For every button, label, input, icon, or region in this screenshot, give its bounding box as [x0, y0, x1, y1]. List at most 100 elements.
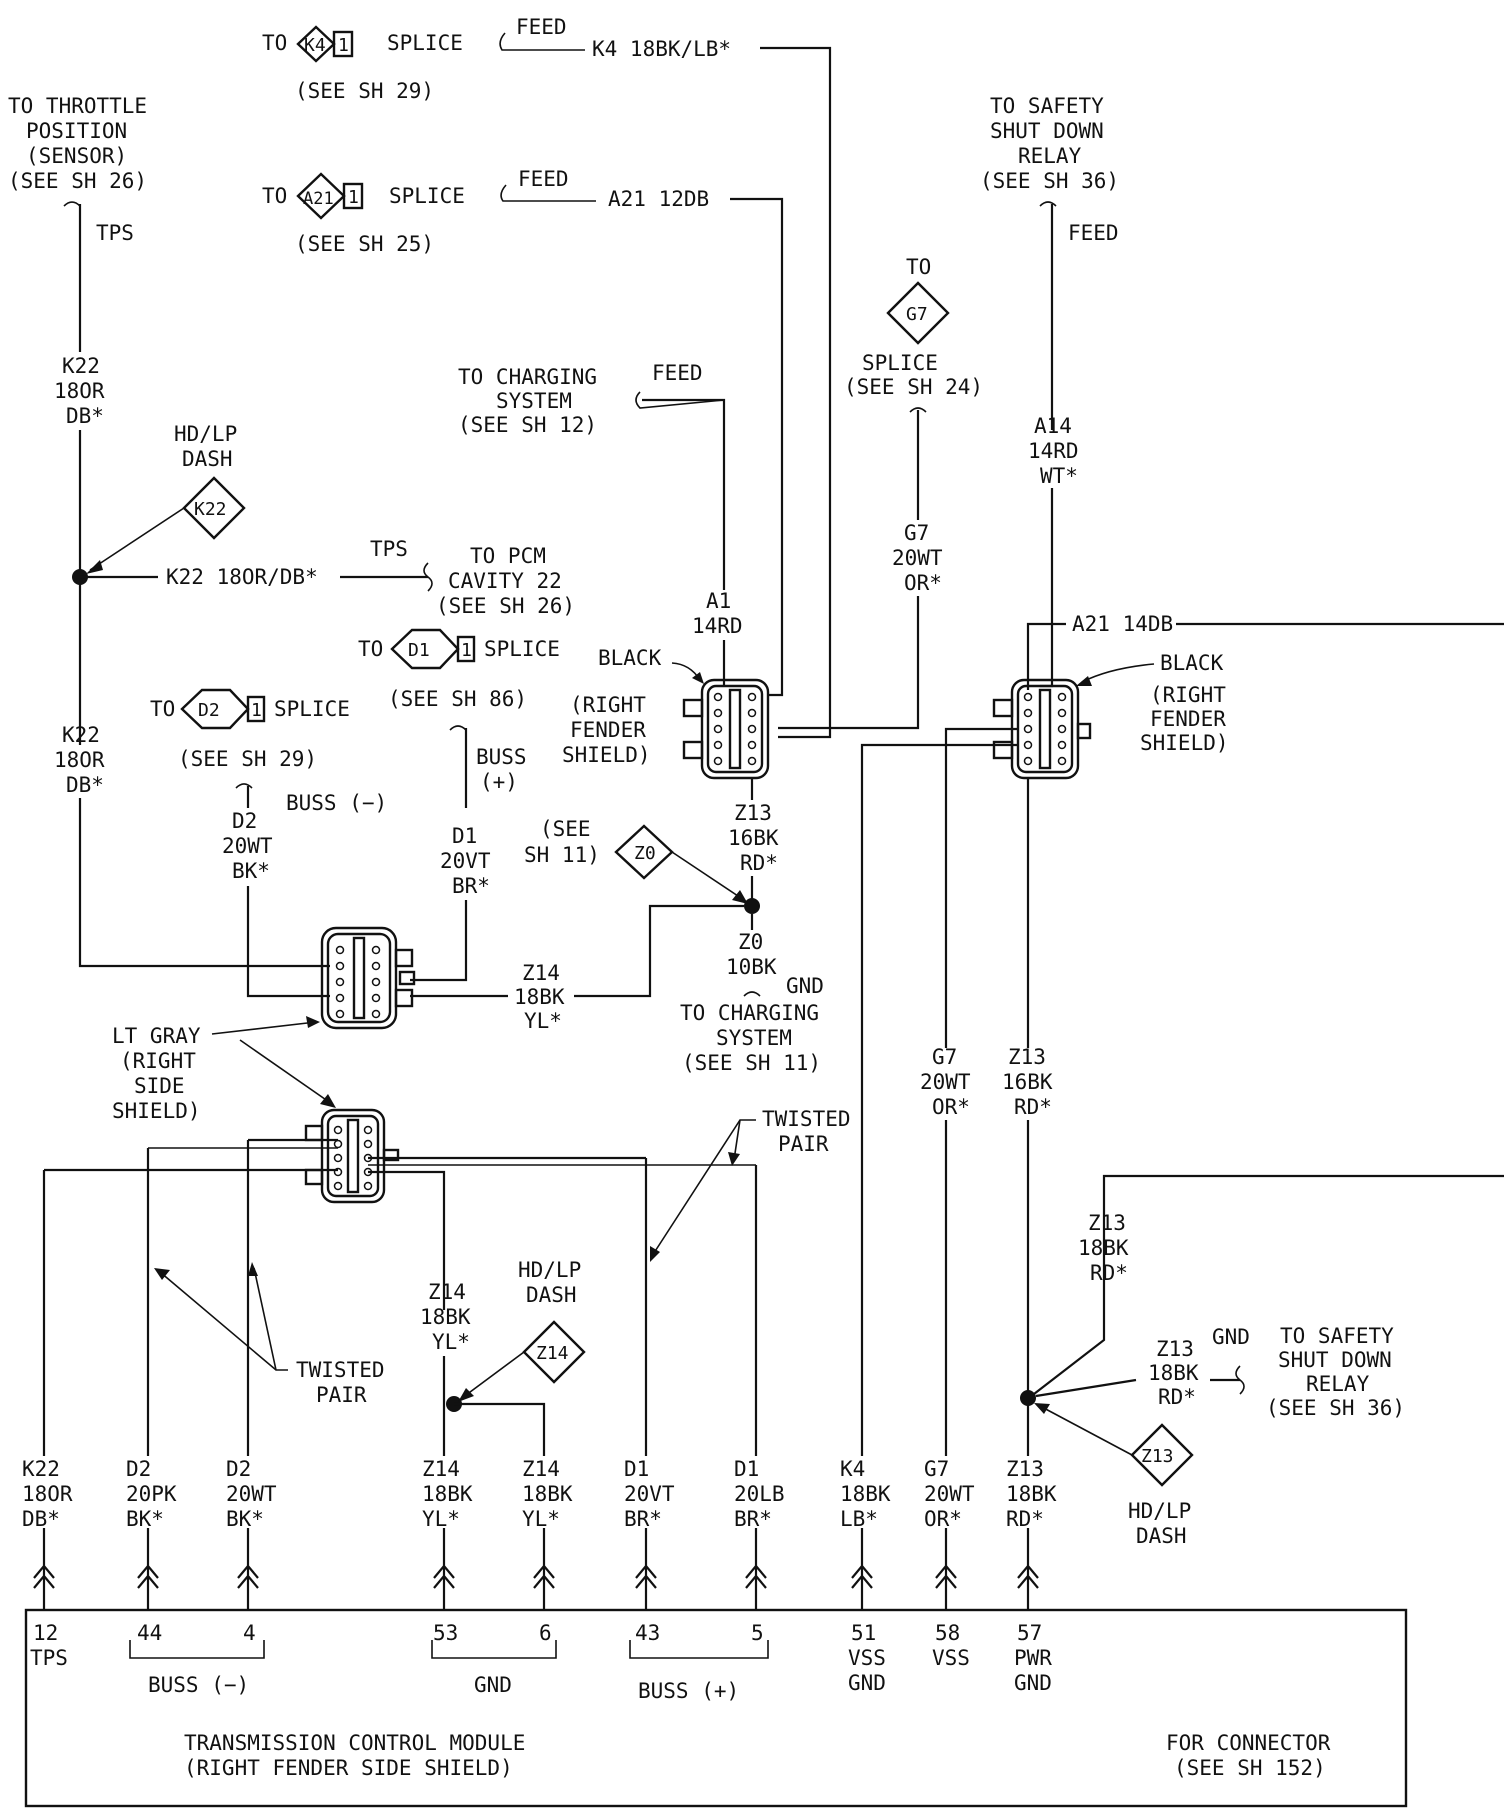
black2-leader [1081, 663, 1155, 683]
twisted1-leader-a [651, 1119, 756, 1257]
svg-text:WT*: WT* [1040, 464, 1078, 488]
svg-text:TO SAFETY: TO SAFETY [1280, 1324, 1394, 1348]
svg-text:(SEE SH 36): (SEE SH 36) [980, 169, 1119, 193]
svg-text:16BK: 16BK [1002, 1070, 1053, 1094]
svg-text:TO: TO [906, 255, 931, 279]
pcm-reference: TPS TO PCM CAVITY 22 (SEE SH 26) [370, 537, 575, 618]
svg-text:A1: A1 [706, 589, 731, 613]
svg-text:Z13: Z13 [1088, 1211, 1126, 1235]
svg-text:TO SAFETY: TO SAFETY [990, 94, 1104, 118]
svg-text:G7: G7 [932, 1045, 957, 1069]
svg-text:TWISTED: TWISTED [762, 1107, 851, 1131]
svg-text:20WT: 20WT [920, 1070, 971, 1094]
k22-wire-label-b: K22 18OR DB* [54, 723, 105, 797]
svg-text:GND: GND [1212, 1325, 1250, 1349]
d2-to-conn2-wire [246, 886, 330, 998]
svg-text:SPLICE: SPLICE [484, 637, 560, 661]
svg-text:TO PCM: TO PCM [470, 544, 546, 568]
tcm-wire-l3: OR* [924, 1507, 962, 1531]
twisted2-arrow-a [154, 1268, 170, 1280]
d1-break [449, 725, 467, 731]
ltgray-arrow-1 [306, 1016, 320, 1028]
d2-break [235, 783, 253, 789]
z13-wire-label-b: Z13 16BK RD* [1002, 1045, 1053, 1119]
svg-text:1: 1 [251, 700, 262, 721]
tcm-wire-l1: Z14 [422, 1457, 460, 1481]
tcm-wire-label-mask [224, 1456, 276, 1528]
svg-text:D2: D2 [198, 700, 220, 721]
svg-text:Z14: Z14 [536, 1343, 569, 1364]
z14-arrow [458, 1388, 474, 1402]
tcm-wire-labels: K2218ORDB*D220PKBK*D220WTBK*Z1418BKYL*Z1… [20, 1456, 1057, 1531]
d1-splice-box [456, 635, 476, 663]
k4-num: 1 [338, 35, 349, 56]
charging-reference: TO CHARGING SYSTEM (SEE SH 12) FEED [458, 361, 703, 437]
tcm-pin-connector-symbol [433, 1528, 455, 1610]
z0-splice-node [744, 898, 760, 914]
k22-wire-label-a: K22 18OR DB* [54, 354, 105, 428]
svg-text:D1: D1 [452, 824, 477, 848]
k22-diamond [182, 476, 246, 540]
tcm-gnd-bracket [431, 1640, 557, 1659]
hdlp-dash-z14: HD/LP DASH Z14 [518, 1258, 586, 1384]
svg-text:BK*: BK* [232, 859, 270, 883]
ltgray-leader-1 [211, 1021, 317, 1035]
svg-text:BLACK: BLACK [1160, 651, 1224, 675]
svg-text:(SEE SH 86): (SEE SH 86) [388, 687, 527, 711]
a1-wire [642, 398, 726, 590]
a14-wire-label: A14 14RD WT* [1028, 414, 1079, 488]
svg-text:BR*: BR* [452, 874, 490, 898]
z13-branch-up [1033, 1180, 1106, 1395]
g7-break [909, 407, 927, 413]
svg-text:HD/LP: HD/LP [174, 422, 237, 446]
tcm-pin-connector-symbol [533, 1528, 555, 1610]
tcm-wire-l1: D2 [126, 1457, 151, 1481]
d1-buss-label: BUSS (+) [476, 745, 527, 794]
svg-text:RD*: RD* [1158, 1385, 1196, 1409]
z13-wire-label-d: Z13 18BK RD* GND [1148, 1325, 1250, 1409]
k22-h-label: K22 18OR/DB* [166, 565, 318, 589]
tcm-wire-label-mask [20, 1456, 72, 1528]
g7-wire-label-b: G7 20WT OR* [920, 1045, 971, 1119]
svg-text:18BK: 18BK [514, 985, 565, 1009]
svg-text:SYSTEM: SYSTEM [496, 389, 572, 413]
tps-break [63, 201, 81, 207]
connector-black-2-labels: BLACK (RIGHT FENDER SHIELD) [1140, 651, 1229, 755]
tps-label-1: TO THROTTLE [8, 94, 147, 118]
svg-text:SHIELD): SHIELD) [112, 1099, 201, 1123]
z14-wire-label-b: Z14 18BK YL* [420, 1280, 471, 1354]
a14-low-wire [1040, 488, 1054, 688]
tcm-name-2: (RIGHT FENDER SIDE SHIELD) [184, 1756, 513, 1780]
svg-text:(SEE: (SEE [540, 817, 591, 841]
tcm-pin-function: PWR [1014, 1646, 1052, 1670]
svg-text:Z14: Z14 [522, 961, 560, 985]
a21-14db-wire-a [1026, 622, 1066, 690]
tcm-wire-l1: Z13 [1006, 1457, 1044, 1481]
tcm-wire-l2: 18BK [522, 1482, 573, 1506]
tcm-pin-function-2: GND [1014, 1671, 1052, 1695]
k4-see-label: (SEE SH 29) [295, 79, 434, 103]
tcm-pin-function-2: GND [848, 1671, 886, 1695]
connector-lt-gray-2 [304, 1108, 400, 1204]
svg-text:A14: A14 [1034, 414, 1072, 438]
z14-wire-label-a: Z14 18BK YL* [514, 961, 565, 1033]
svg-text:PAIR: PAIR [778, 1132, 829, 1156]
tcm-wire-l1: D2 [226, 1457, 251, 1481]
k4-feed-label: FEED [516, 15, 567, 39]
svg-text:14RD: 14RD [692, 614, 743, 638]
k4-down-wire [860, 743, 1018, 1475]
g7-diamond [886, 281, 950, 345]
svg-text:FEED: FEED [1068, 221, 1119, 245]
a21-splice-reference: TO A21 1 SPLICE (SEE SH 25) FEED A21 12D… [262, 167, 709, 256]
svg-text:TO CHARGING: TO CHARGING [458, 365, 597, 389]
svg-text:20WT: 20WT [892, 546, 943, 570]
svg-text:HD/LP: HD/LP [1128, 1499, 1191, 1523]
svg-text:K22: K22 [194, 499, 227, 520]
tcm-wire-label-mask [838, 1456, 890, 1528]
svg-text:Z0: Z0 [738, 930, 763, 954]
tcm-wire-label-mask [732, 1456, 784, 1528]
